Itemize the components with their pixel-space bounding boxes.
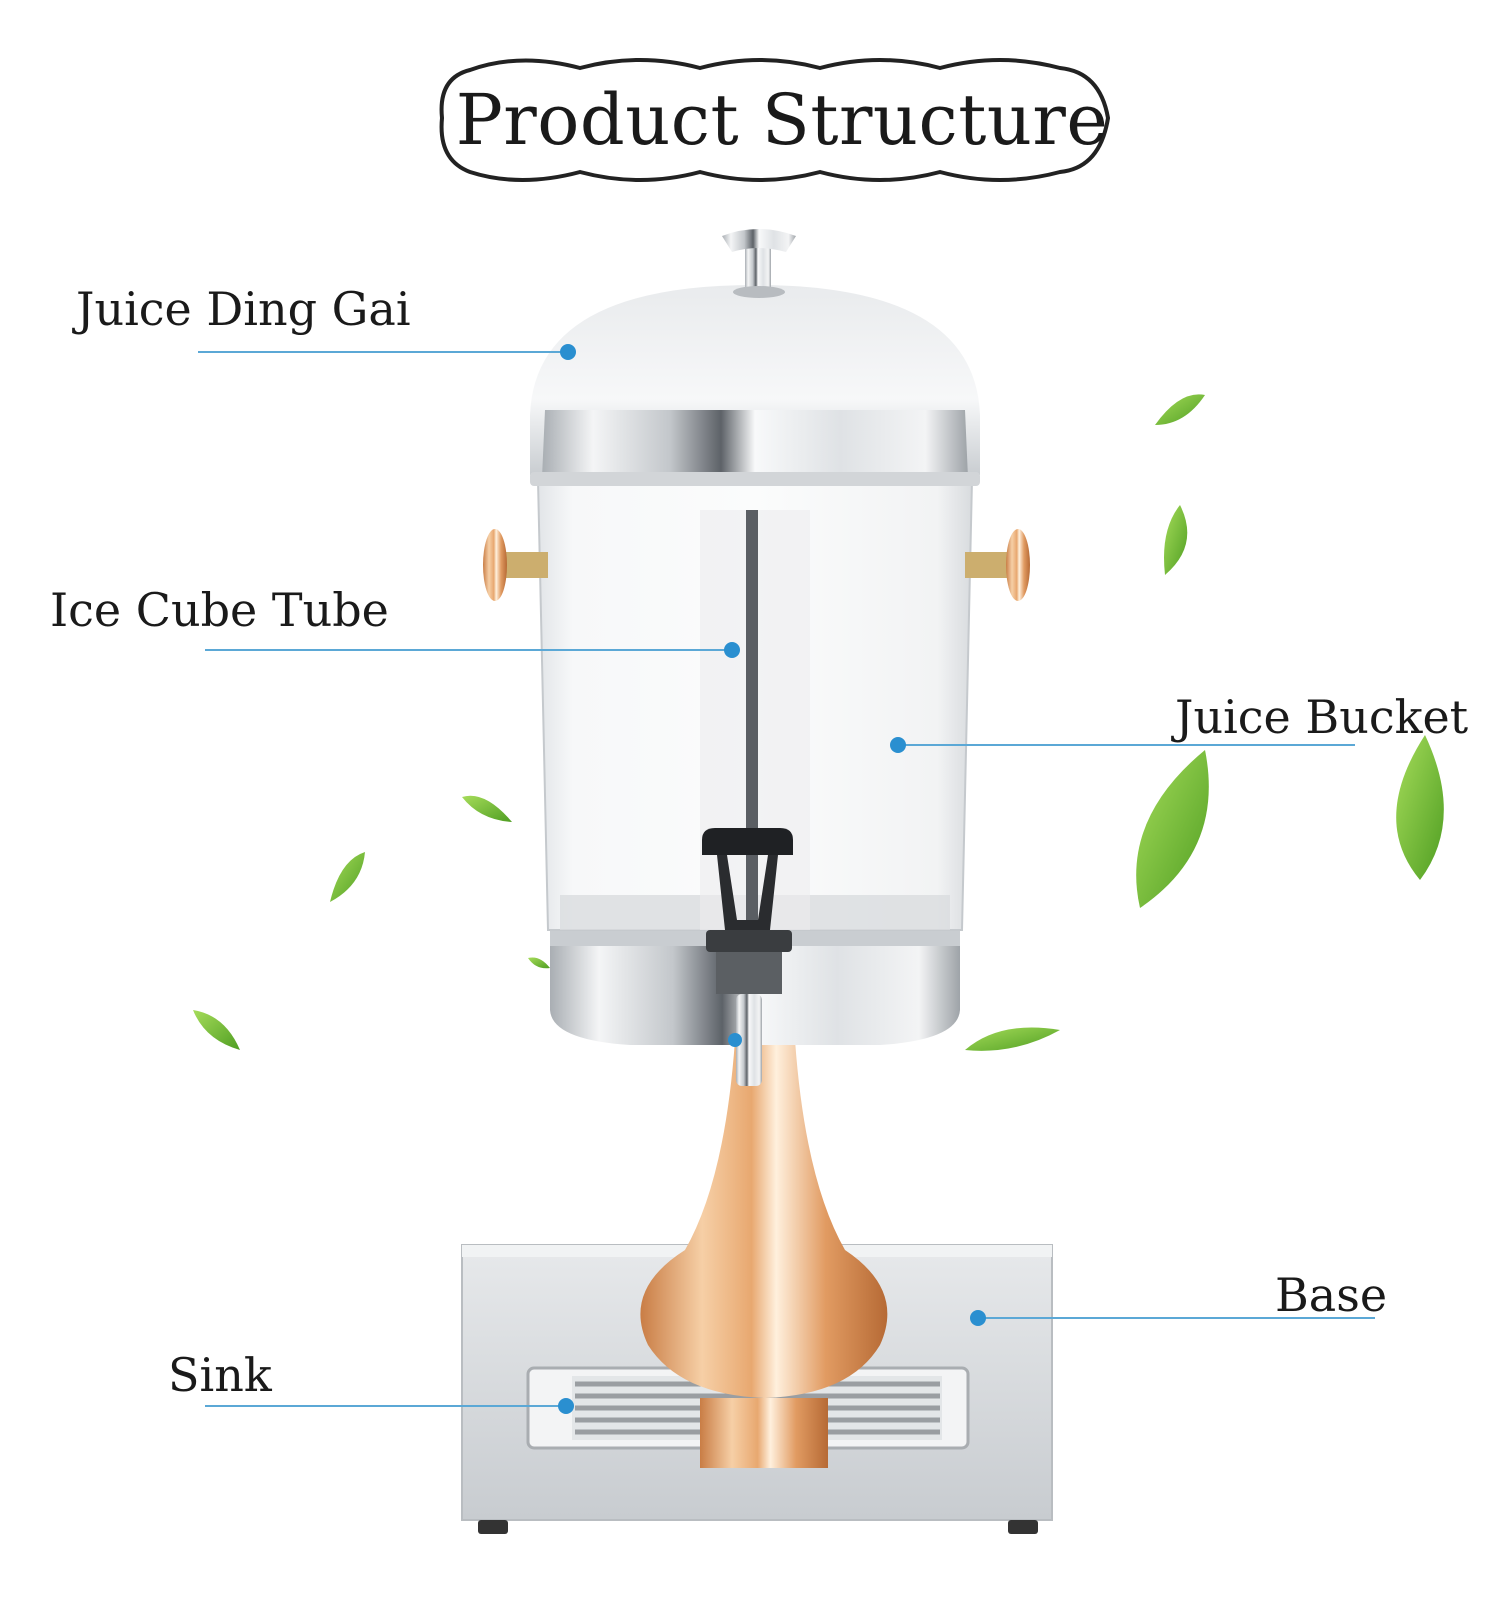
title-bubble (439, 58, 1111, 182)
dispenser-illustration (461, 229, 1053, 1534)
label-ice-cube-tube: Ice Cube Tube (50, 583, 389, 637)
label-juice-bucket: Juice Bucket (1175, 690, 1469, 744)
label-juice-ding-gai: Juice Ding Gai (76, 282, 411, 336)
page-title: Product Structure (455, 79, 1109, 161)
leaf-icon (193, 394, 1444, 1051)
leader-dots (558, 344, 986, 1414)
label-sink: Sink (168, 1348, 272, 1402)
label-base: Base (1275, 1268, 1388, 1322)
leader-lines (198, 351, 1375, 1407)
